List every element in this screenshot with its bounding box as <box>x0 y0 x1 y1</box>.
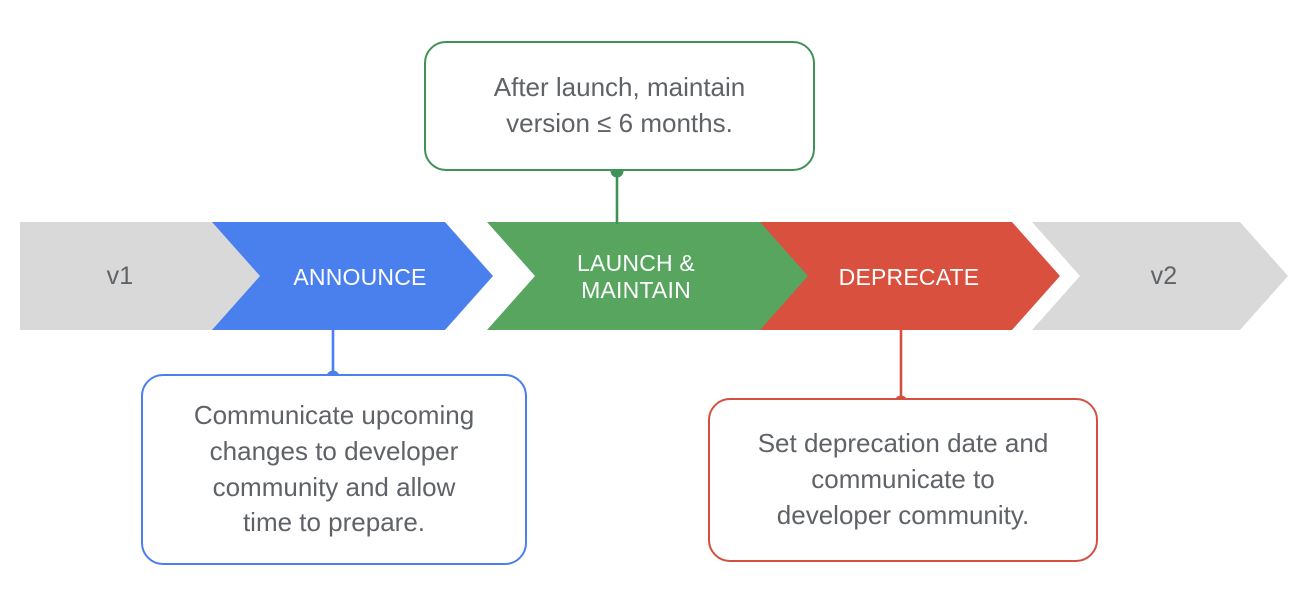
stage-shape-v2[interactable] <box>1032 222 1288 330</box>
stage-shape-announce[interactable] <box>212 222 493 330</box>
callout-deprecate-note[interactable]: Set deprecation date and communicate to … <box>708 398 1098 562</box>
callout-deprecate-note-text: Set deprecation date and communicate to … <box>757 428 1049 530</box>
callout-announce-note[interactable]: Communicate upcoming changes to develope… <box>141 374 527 565</box>
callout-maintain-note-text: After launch, maintain version ≤ 6 month… <box>493 72 746 138</box>
stage-shape-v1[interactable] <box>20 222 266 330</box>
stage-shape-deprecate[interactable] <box>760 222 1060 330</box>
stage-shape-launch-maintain[interactable] <box>487 222 810 330</box>
callout-announce-note-text: Communicate upcoming changes to develope… <box>193 399 475 538</box>
callout-maintain-note[interactable]: After launch, maintain version ≤ 6 month… <box>424 41 815 171</box>
